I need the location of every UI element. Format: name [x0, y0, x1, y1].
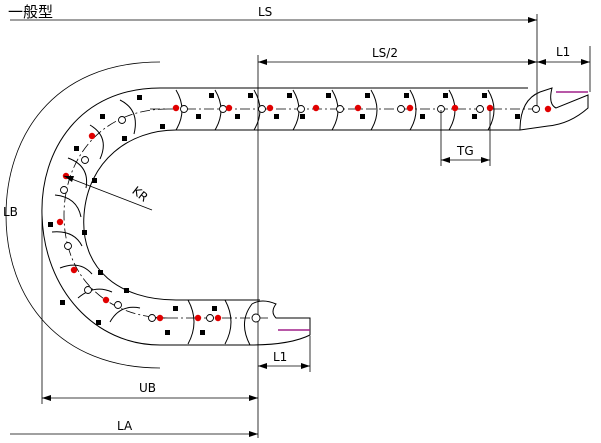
- tg-dimension: TG: [440, 110, 491, 166]
- lb-dimension: LB: [3, 61, 161, 369]
- ls-label: LS: [258, 5, 272, 19]
- l1-bottom-dimension: L1: [258, 336, 311, 372]
- l1-top-label: L1: [556, 45, 570, 59]
- kr-label: KR: [129, 184, 150, 205]
- l1-top-dimension: L1: [537, 45, 591, 92]
- chain-bend: [41, 87, 177, 346]
- la-dimension: LA: [10, 419, 258, 437]
- diagram-title: 一般型: [8, 3, 53, 21]
- ub-dimension: UB: [41, 215, 258, 404]
- tg-label: TG: [456, 144, 474, 158]
- ls-dimension: LS: [10, 5, 538, 112]
- lower-run-pins: [148, 306, 261, 335]
- ub-label: UB: [139, 381, 156, 395]
- la-label: LA: [117, 419, 133, 433]
- kr-dimension: KR: [63, 175, 153, 211]
- upper-run-pins: [180, 93, 552, 119]
- bend-pins: [48, 95, 180, 325]
- l1-bottom-label: L1: [273, 350, 287, 364]
- ls-half-dimension: LS/2: [257, 46, 537, 438]
- lb-label: LB: [3, 205, 18, 219]
- ls-half-label: LS/2: [372, 46, 398, 60]
